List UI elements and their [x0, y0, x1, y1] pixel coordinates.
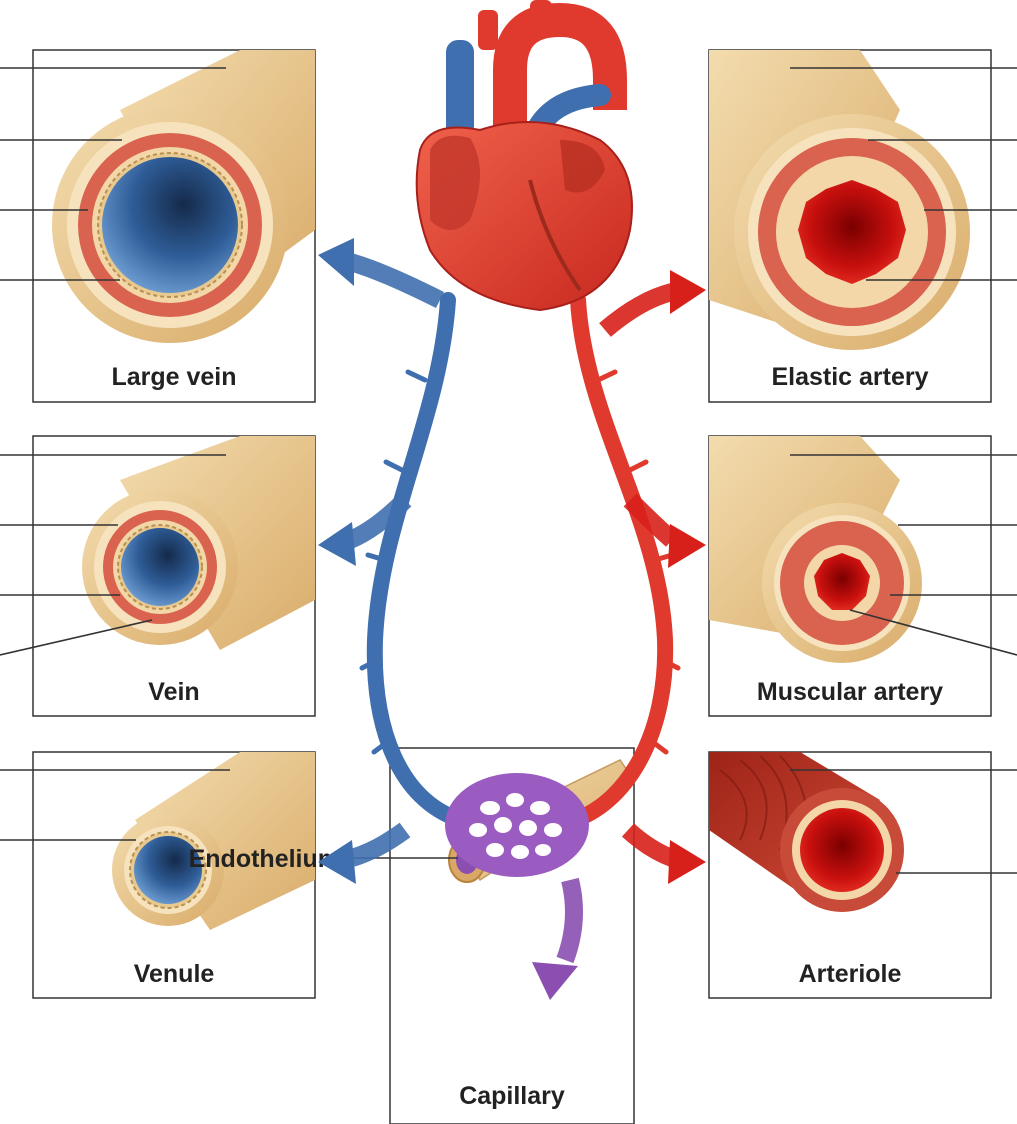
arteriole-label: Arteriole	[799, 960, 902, 988]
arrow-to-elastic-artery	[605, 270, 706, 330]
venule-label: Venule	[134, 960, 215, 988]
heart	[417, 0, 632, 310]
capillary-label: Capillary	[459, 1082, 565, 1110]
vein-label: Vein	[148, 678, 199, 706]
arrow-to-large-vein	[318, 238, 440, 300]
capillary-bed	[445, 773, 589, 877]
large-vein-label: Large vein	[111, 363, 236, 391]
arrow-to-arteriole	[628, 830, 706, 884]
elastic-artery-label: Elastic artery	[771, 363, 928, 391]
endothelium-label: Endothelium	[189, 845, 340, 873]
muscular-artery-label: Muscular artery	[757, 678, 943, 706]
